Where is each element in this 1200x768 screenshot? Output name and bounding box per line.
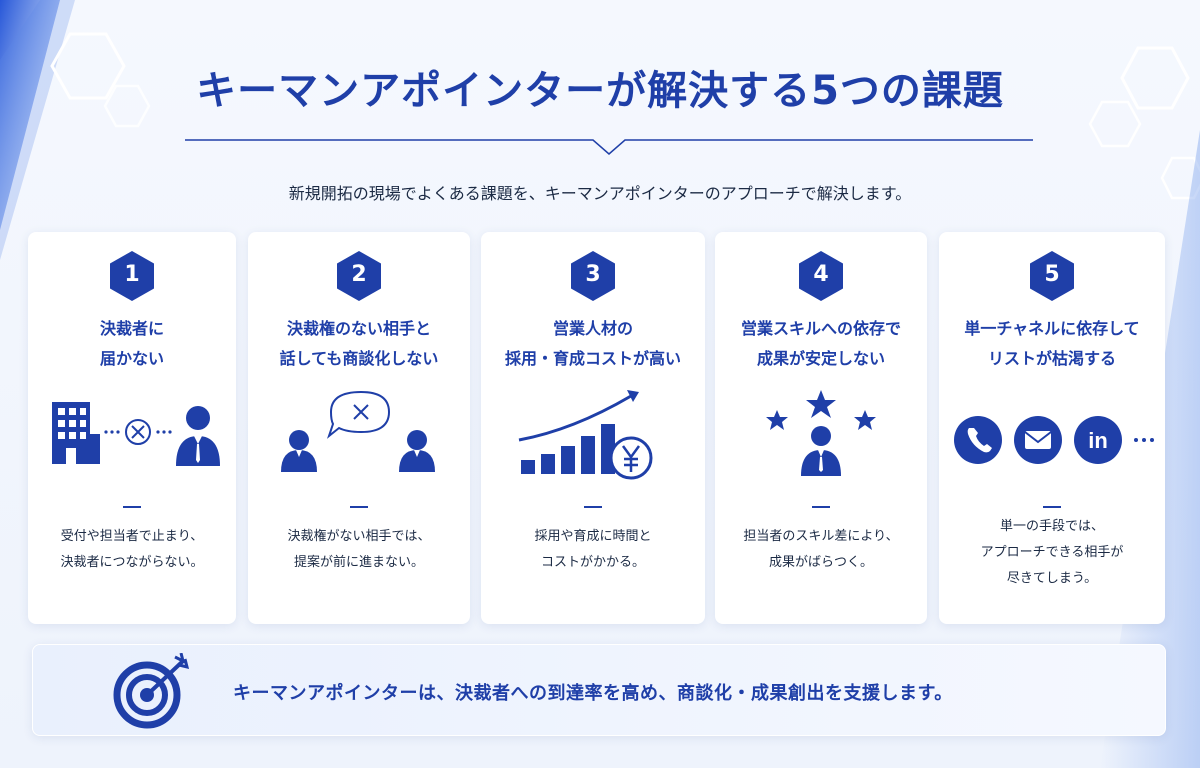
card-title: 営業スキルへの依存で成果が安定しない [740,319,901,368]
card-description: 担当者のスキル差により、成果がばらつく。 [743,529,899,570]
number-label: 1 [124,262,140,287]
card-title: 営業人材の採用・育成コストが高い [504,319,681,368]
building-blocked-person-icon [52,402,220,466]
issue-card-3: 3 営業人材の採用・育成コストが高い 採用や育成に時間とコストがかかる。 [481,232,705,624]
page-subtitle: 新規開拓の現場でよくある課題を、キーマンアポインターのアプローチで解決します。 [288,184,912,203]
summary-message: キーマンアポインターは、決裁者への到達率を高め、商談化・成果創出を支援します。 [233,683,953,704]
svg-text:in: in [1088,428,1108,453]
number-badge: 1 [109,250,155,302]
divider [350,506,368,508]
number-label: 2 [351,262,367,287]
number-badge: 5 [1029,250,1075,302]
number-label: 3 [585,262,601,287]
card-description: 受付や担当者で止まり、決裁者につながらない。 [60,529,204,570]
page-title: キーマンアポインターが解決する5つの課題 [196,68,1004,114]
target-arrow-icon [113,653,190,729]
summary-banner: キーマンアポインターは、決裁者への到達率を高め、商談化・成果創出を支援します。 [32,644,1166,736]
issue-card-2: 2 決裁権のない相手と話しても商談化しない 決裁権がない相手では、提案が前に進ま… [248,232,470,624]
issue-card-1: 1 決裁者に届かない 受付や担当者で止まり、決裁者につながらない。 [28,232,236,624]
title-divider [185,139,1033,155]
card-title: 単一チャネルに依存してリストが枯渇する [964,319,1140,368]
divider [584,506,602,508]
rising-cost-chart-yen-icon [518,390,653,480]
issue-card-4: 4 営業スキルへの依存で成果が安定しない 担当者のスキル差により、成果がばらつく… [715,232,927,624]
two-people-speech-x-icon [281,390,435,472]
issue-card-5: 5 単一チャネルに依存してリストが枯渇する in 単一の手段では、アプローチでき… [939,232,1165,624]
number-label: 5 [1044,262,1060,287]
card-title: 決裁権のない相手と話しても商談化しない [279,319,439,368]
number-badge: 2 [336,250,382,302]
divider [1043,506,1061,508]
card-description: 採用や育成に時間とコストがかかる。 [534,529,652,570]
phone-mail-linkedin-icons: in [954,416,1154,464]
divider [812,506,830,508]
divider [123,506,141,508]
number-label: 4 [813,262,829,287]
person-stars-icon [766,390,876,476]
card-description: 単一の手段では、アプローチできる相手が尽きてしまう。 [980,519,1124,586]
number-badge: 4 [798,250,844,302]
card-description: 決裁権がない相手では、提案が前に進まない。 [287,529,431,570]
number-badge: 3 [570,250,616,302]
card-title: 決裁者に届かない [99,319,164,368]
